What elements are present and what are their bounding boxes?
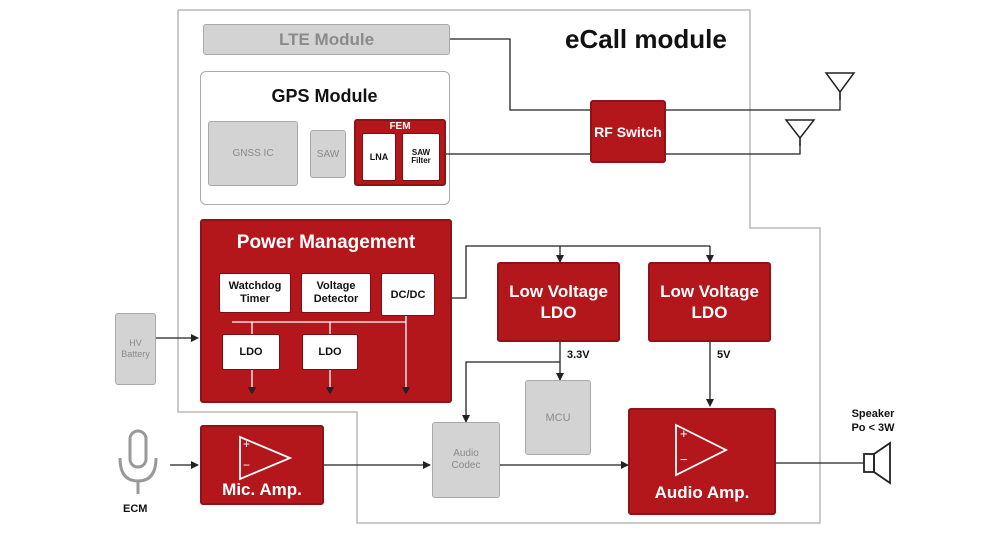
audio-codec-label-1: Audio <box>453 448 479 459</box>
audio-amp-minus: − <box>680 452 688 467</box>
audio-amp-triangle-icon <box>675 423 729 477</box>
antenna-2-icon <box>784 119 816 146</box>
ldo-2: LDO <box>302 334 358 370</box>
hv-battery: HV Battery <box>115 313 156 385</box>
saw-filter-label-1: SAW <box>411 148 431 157</box>
power-management-title: Power Management <box>236 232 416 253</box>
voltage-5v-label: 5V <box>717 349 731 361</box>
microphone-icon <box>118 429 158 494</box>
audio-codec-label-2: Codec <box>451 460 481 471</box>
ldo-1-label: LDO <box>239 346 263 358</box>
voltage-label-1: Voltage <box>316 280 356 292</box>
ecm-label: ECM <box>123 503 148 515</box>
wire-rfswitch-antenna-1 <box>666 92 841 111</box>
mcu-label: MCU <box>545 411 571 424</box>
low-voltage-ldo-3v3: Low Voltage LDO <box>497 262 620 342</box>
audio-codec: Audio Codec <box>432 422 500 498</box>
ldo-5v-label-2: LDO <box>691 303 728 322</box>
speaker-icon <box>863 441 891 485</box>
power-management: Power Management <box>200 219 452 403</box>
speaker-label-1: Speaker <box>851 408 895 420</box>
voltage-detector: Voltage Detector <box>301 273 371 313</box>
saw-label: SAW <box>316 148 340 160</box>
saw-filter: SAW Filter <box>402 133 440 181</box>
wire-lte-rfswitch <box>450 38 590 111</box>
voltage-label-2: Detector <box>313 293 359 305</box>
lna-label: LNA <box>369 152 389 162</box>
lte-module: LTE Module <box>203 24 450 55</box>
hv-battery-label-1: HV <box>129 338 142 348</box>
lna: LNA <box>362 133 396 181</box>
gps-module-title: GPS Module <box>271 86 378 106</box>
ecall-module-title: eCall module <box>565 24 727 54</box>
mcu: MCU <box>525 380 591 455</box>
rf-switch-label: RF Switch <box>594 123 662 140</box>
wire-dcdc-bus <box>452 245 710 299</box>
ldo-2-label: LDO <box>318 346 342 358</box>
voltage-3v3-label: 3.3V <box>567 349 590 361</box>
ldo-3v3-label-2: LDO <box>540 303 577 322</box>
low-voltage-ldo-5v: Low Voltage LDO <box>648 262 771 342</box>
mic-amp-triangle-icon <box>239 435 293 481</box>
mic-amp-label: Mic. Amp. <box>222 480 302 499</box>
lte-module-label: LTE Module <box>278 29 375 49</box>
fem-label: FEM <box>389 121 411 132</box>
ecall-module-outline <box>177 9 821 524</box>
audio-amp-plus: + <box>680 426 688 441</box>
ldo-1: LDO <box>222 334 280 370</box>
audio-amp <box>628 408 776 515</box>
saw-filter-label-2: Filter <box>411 156 431 165</box>
gnss-ic: GNSS IC <box>208 121 298 186</box>
mic-amp-minus: − <box>243 458 251 472</box>
dcdc-label: DC/DC <box>390 288 426 301</box>
mic-amp <box>200 425 324 505</box>
ldo-3v3-label-1: Low Voltage <box>509 282 608 301</box>
speaker-label: Speaker Po < 3W <box>838 407 908 435</box>
mic-amp-plus: + <box>243 437 251 451</box>
audio-amp-label: Audio Amp. <box>654 483 750 502</box>
dcdc-converter: DC/DC <box>381 273 435 316</box>
watchdog-timer: Watchdog Timer <box>219 273 291 313</box>
hv-battery-label-2: Battery <box>121 349 150 359</box>
gnss-ic-label: GNSS IC <box>232 148 274 159</box>
wire-rfswitch-antenna-2 <box>666 138 801 155</box>
antenna-1-icon <box>824 72 856 100</box>
speaker-label-2: Po < 3W <box>851 422 895 434</box>
rf-switch: RF Switch <box>590 100 666 163</box>
saw: SAW <box>310 130 346 178</box>
watchdog-label-2: Timer <box>240 293 270 305</box>
watchdog-label-1: Watchdog <box>228 280 282 292</box>
ldo-5v-label-1: Low Voltage <box>660 282 759 301</box>
